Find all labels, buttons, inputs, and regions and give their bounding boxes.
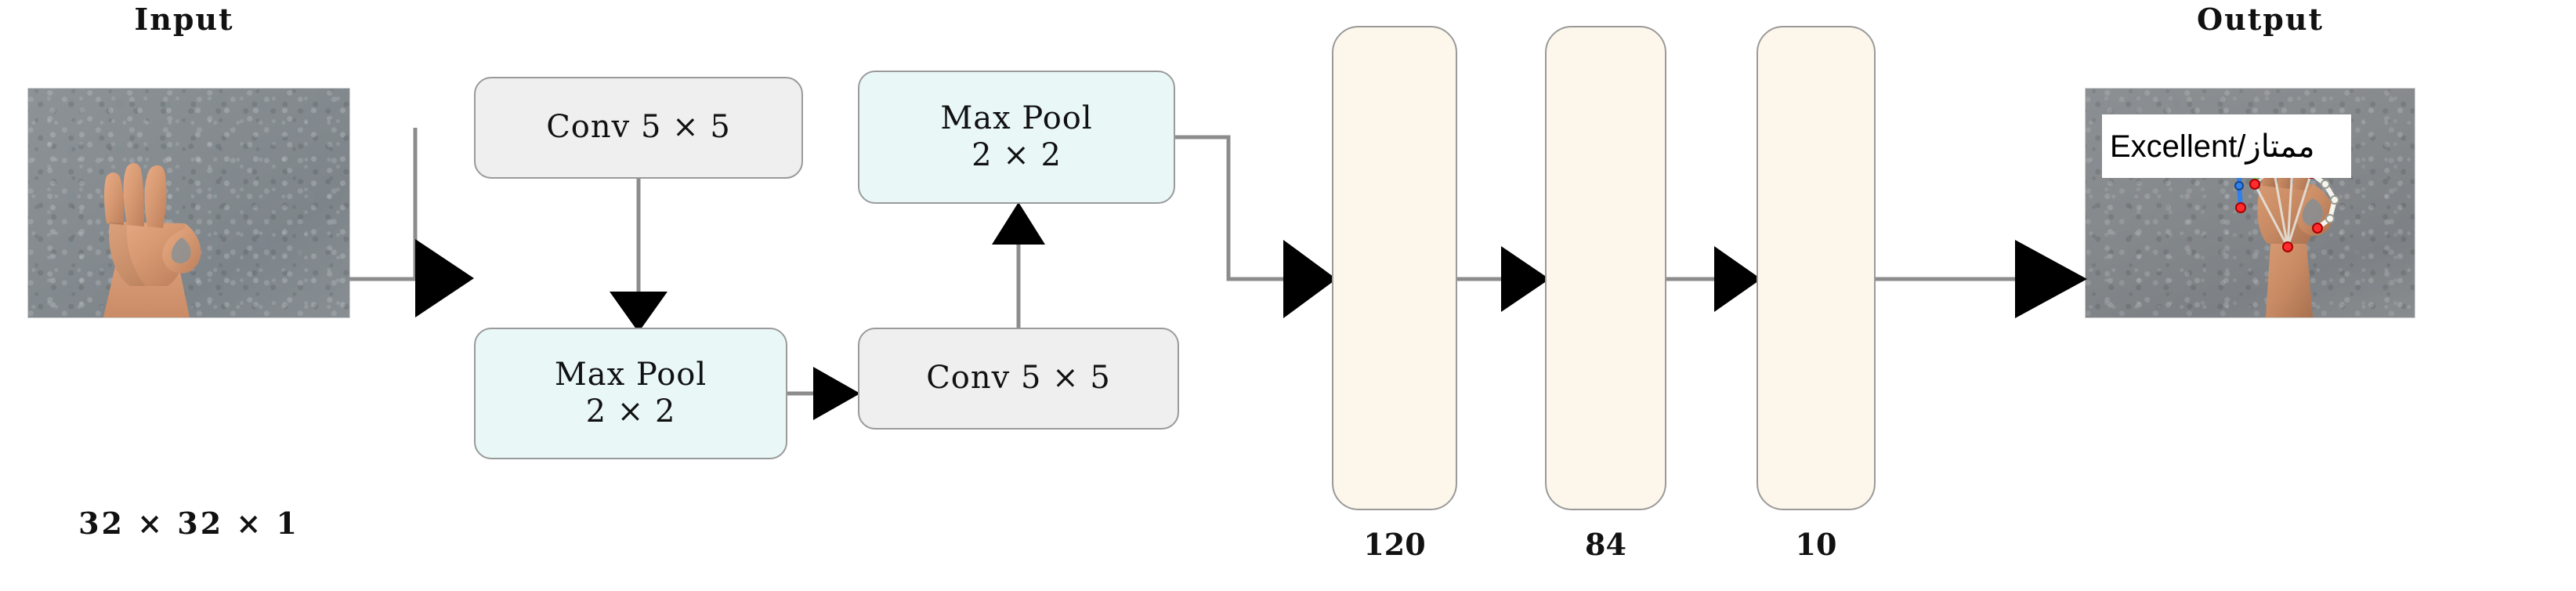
node-maxpool-2[interactable]: Max Pool 2 × 2 xyxy=(858,71,1175,204)
output-caption: Output xyxy=(2196,2,2325,37)
node-maxpool-1[interactable]: Max Pool 2 × 2 xyxy=(474,328,787,459)
node-fc-120[interactable] xyxy=(1332,26,1457,510)
prediction-label-badge: Excellent/ممتاز xyxy=(2102,114,2351,178)
fc-units-label-84: 84 xyxy=(1585,527,1626,562)
node-maxpool-2-line1: Max Pool xyxy=(940,100,1093,136)
node-maxpool-2-line2: 2 × 2 xyxy=(971,137,1062,173)
input-caption: Input xyxy=(134,2,234,37)
node-maxpool-1-line2: 2 × 2 xyxy=(585,393,676,430)
node-maxpool-1-line1: Max Pool xyxy=(554,356,707,393)
node-fc-84[interactable] xyxy=(1545,26,1666,510)
node-conv-1[interactable]: Conv 5 × 5 xyxy=(474,77,803,179)
node-conv-2[interactable]: Conv 5 × 5 xyxy=(858,328,1179,430)
input-background-texture xyxy=(28,89,349,317)
input-dimensions-label: 32 × 32 × 1 xyxy=(78,506,299,541)
node-fc-10[interactable] xyxy=(1757,26,1876,510)
input-hand-image xyxy=(28,89,349,317)
fc-units-label-10: 10 xyxy=(1795,527,1837,562)
input-hand-graphic xyxy=(103,163,201,317)
fc-units-label-120: 120 xyxy=(1363,527,1426,562)
